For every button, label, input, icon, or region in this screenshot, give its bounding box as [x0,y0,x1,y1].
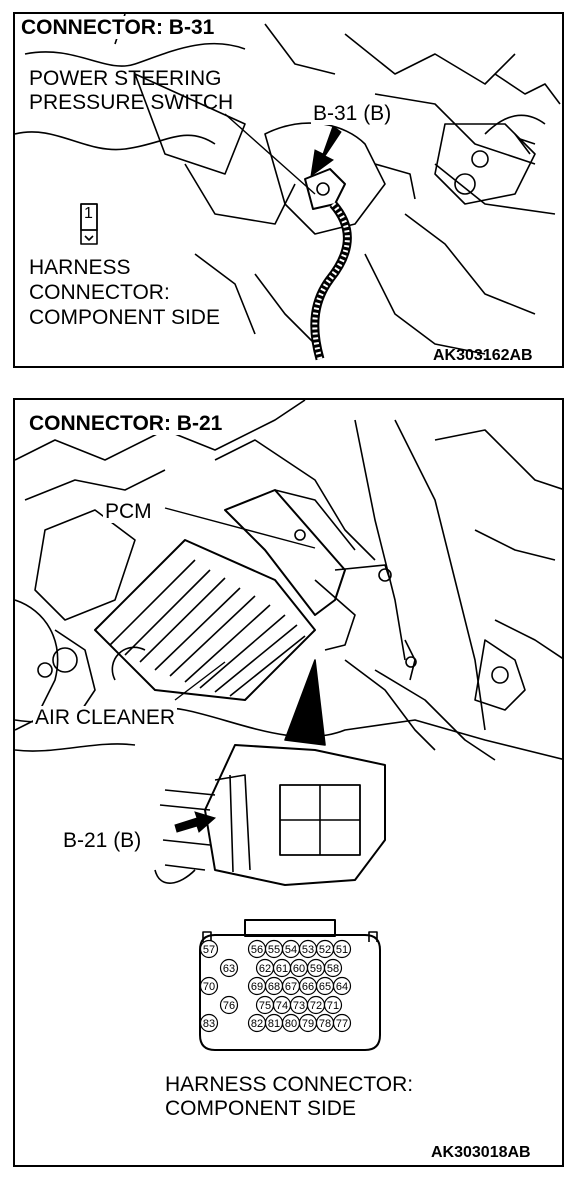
harness-label-line2: CONNECTOR: [27,281,172,305]
pin-56-label: 56 [251,944,263,956]
pin-83-label: 83 [203,1018,215,1030]
pin-number: 1 [84,205,93,222]
pin-58-outline [323,958,343,978]
pin-60-label: 60 [293,963,305,975]
pin-63-label: 63 [223,963,235,975]
air-cleaner-label: AIR CLEANER [33,706,178,730]
pin-70-label: 70 [203,981,215,993]
pinout-grid: 57 56 55 54 53 52 51 63 62 61 60 59 58 70 69 68 67 66 65 64… [199,939,352,1033]
pin-59-label: 59 [310,963,322,975]
pin-57-outline [199,939,219,959]
connector-callout: B-21 (B) [61,829,144,853]
pin-61-label: 61 [276,963,288,975]
pin-52-label: 52 [319,944,331,956]
figure-code: AK303162AB [433,347,533,364]
pin-69-label: 69 [251,981,263,993]
connector-title: CONNECTOR: B-31 [19,16,217,40]
pin-66-label: 66 [302,981,314,993]
pin-55-label: 55 [268,944,280,956]
pin-76-label: 76 [223,1000,235,1012]
pin-80-label: 80 [285,1018,297,1030]
pin-71-outline [323,995,343,1015]
pin-81-label: 81 [268,1018,280,1030]
pin-70-outline [199,976,219,996]
engine-bay-illustration-b21: 57 56 55 54 53 52 51 63 62 61 60 59 58 70 69 68 67 66 65 64… [15,400,562,1051]
pin-82-label: 82 [251,1018,263,1030]
pin-79-label: 79 [302,1018,314,1030]
pin-64-label: 64 [336,981,348,993]
harness-label-line1: HARNESS [27,256,133,280]
pin-63-outline [219,958,239,978]
pin-83-outline [199,1013,219,1033]
pin-51-outline [332,939,352,959]
harness-label-line3: COMPONENT SIDE [27,306,222,330]
pin-78-label: 78 [319,1018,331,1030]
pin-73-label: 73 [293,1000,305,1012]
figure-code: AK303018AB [431,1144,531,1161]
pin-77-label: 77 [336,1018,348,1030]
connector-b21-panel: 57 56 55 54 53 52 51 63 62 61 60 59 58 70 69 68 67 66 65 64… [13,398,564,1167]
pin-62-label: 62 [259,963,271,975]
pin-57-label: 57 [203,944,215,956]
switch-label-line1: POWER STEERING [29,67,222,90]
pin-54-label: 54 [285,944,297,956]
engine-bay-illustration-b31 [15,14,561,361]
harness-label-line1: HARNESS CONNECTOR: [165,1073,414,1096]
connector-b31-panel: CONNECTOR: B-31 POWER STEERING PRESSURE … [13,12,564,368]
switch-label-line2: PRESSURE SWITCH [29,91,234,114]
pin-67-label: 67 [285,981,297,993]
pin-51-label: 51 [336,944,348,956]
pin-77-outline [332,1013,352,1033]
connector-title: CONNECTOR: B-21 [27,412,225,436]
pin-71-label: 71 [327,1000,339,1012]
pin-65-label: 65 [319,981,331,993]
pin-72-label: 72 [310,1000,322,1012]
harness-label-line2: COMPONENT SIDE [165,1097,356,1120]
pin-75-label: 75 [259,1000,271,1012]
pin-64-outline [332,976,352,996]
pcm-label: PCM [103,500,154,524]
connector-callout: B-31 (B) [311,102,394,126]
pin-76-outline [219,995,239,1015]
pin-68-label: 68 [268,981,280,993]
pin-58-label: 58 [327,963,339,975]
pin-74-label: 74 [276,1000,288,1012]
pin-53-label: 53 [302,944,314,956]
